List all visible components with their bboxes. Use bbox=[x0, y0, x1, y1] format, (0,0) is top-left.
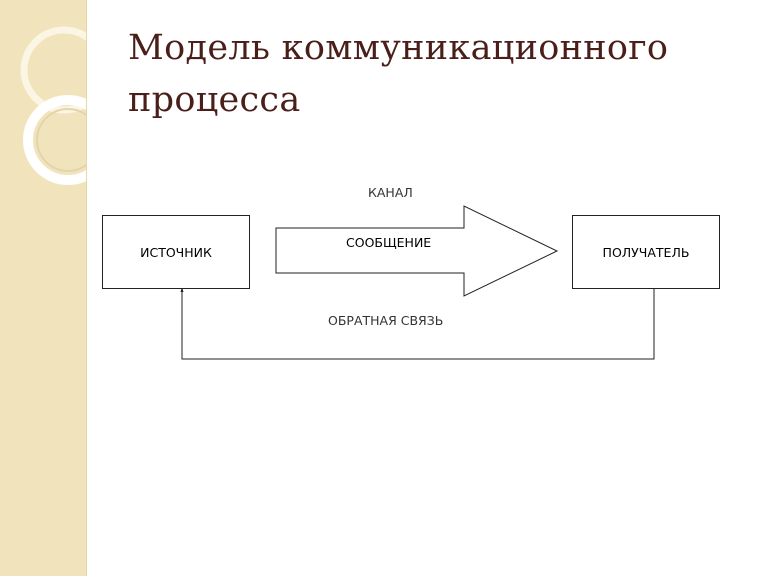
decorative-side-band bbox=[0, 0, 87, 576]
message-label: СООБЩЕНИЕ bbox=[346, 235, 432, 250]
receiver-box: ПОЛУЧАТЕЛЬ bbox=[572, 215, 720, 289]
message-arrow bbox=[275, 205, 559, 297]
decorative-ring-bottom bbox=[23, 95, 86, 185]
channel-label: КАНАЛ bbox=[368, 185, 413, 200]
decorative-rings bbox=[20, 26, 86, 185]
feedback-arrowhead bbox=[180, 287, 184, 292]
slide-title: Модель коммуникационного процесса bbox=[128, 28, 669, 120]
source-box: ИСТОЧНИК bbox=[102, 215, 250, 289]
receiver-label: ПОЛУЧАТЕЛЬ bbox=[602, 244, 690, 260]
feedback-line bbox=[181, 288, 655, 360]
source-label: ИСТОЧНИК bbox=[140, 244, 212, 260]
feedback-label: ОБРАТНАЯ СВЯЗЬ bbox=[328, 313, 444, 328]
decorative-ring-inner bbox=[36, 108, 86, 172]
